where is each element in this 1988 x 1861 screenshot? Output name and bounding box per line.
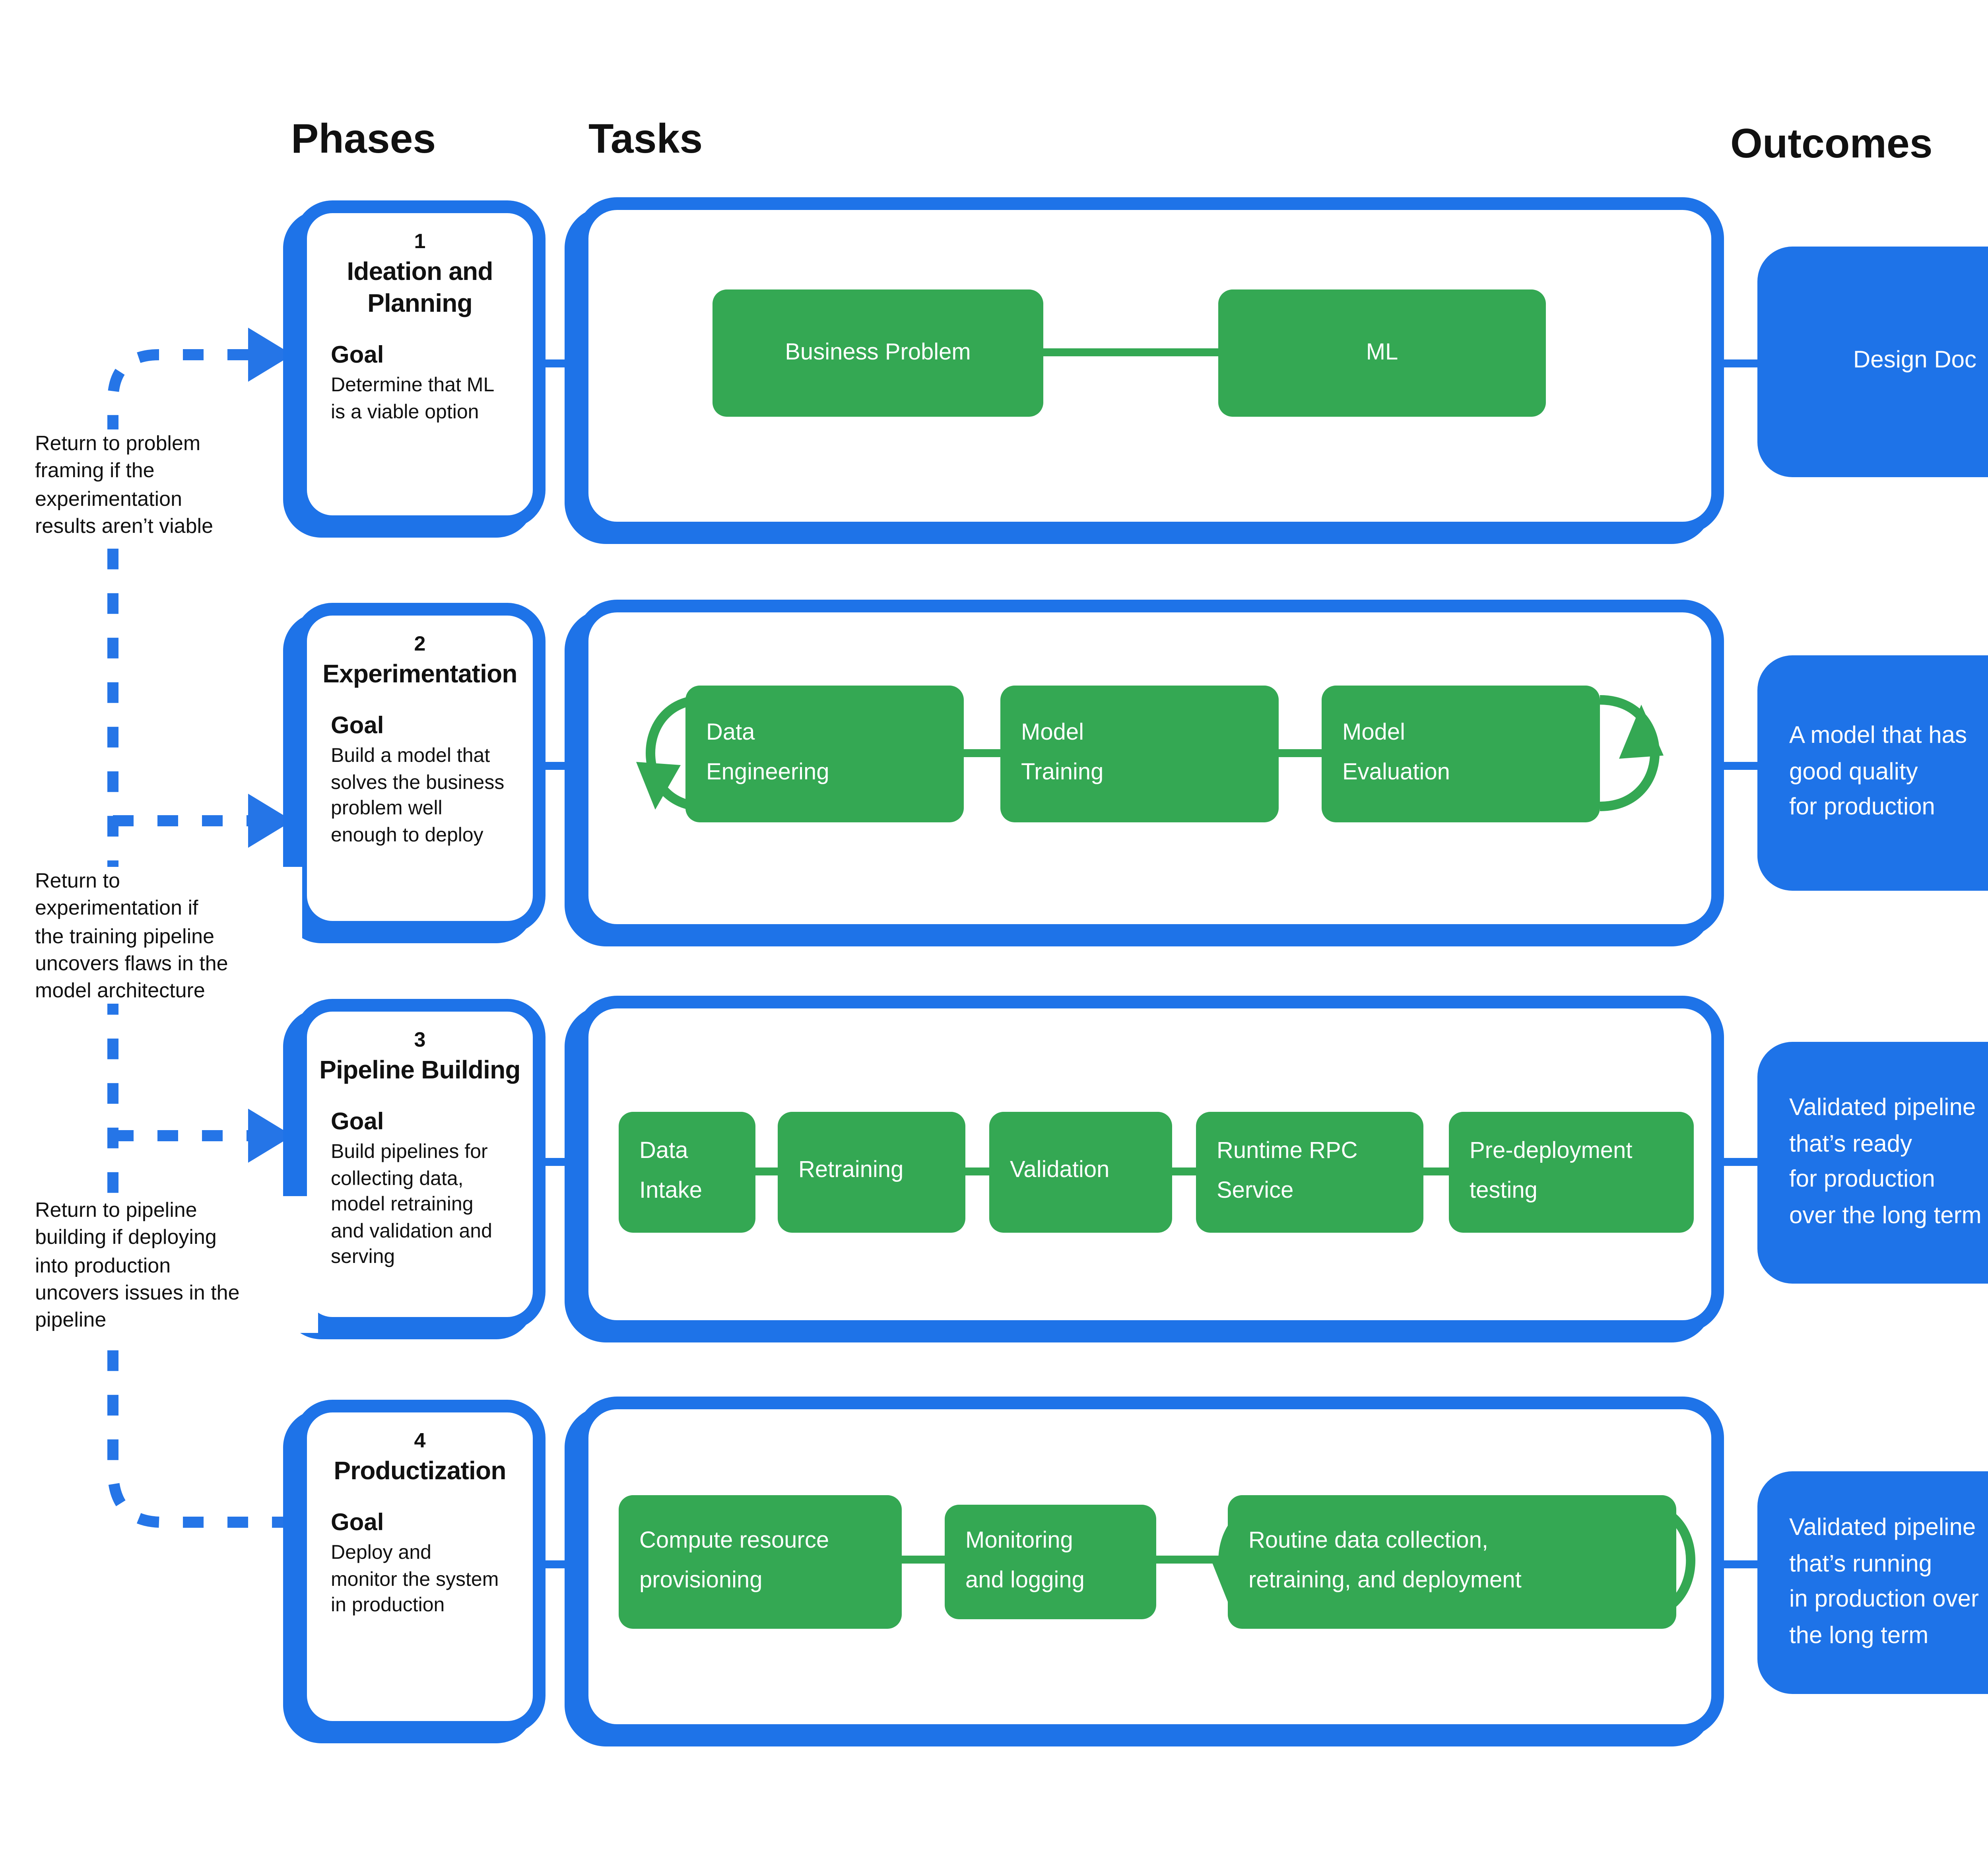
phase-card-pipeline-building: 3 Pipeline Building Goal Build pipelines… [294,999,546,1330]
phase-number: 3 [414,1028,426,1051]
phase-number: 2 [414,631,426,655]
task-label: Routine data collection, retraining, and… [1248,1528,1522,1594]
task-connector [1279,749,1322,757]
column-header-outcomes: Outcomes [1730,119,1933,167]
task-label: Model Training [1021,720,1104,786]
outcome-validated-pipeline-ready: Validated pipeline that’s ready for prod… [1757,1042,1988,1284]
task-pre-deployment-testing: Pre-deployment testing [1449,1112,1694,1233]
task-label: Business Problem [785,340,971,365]
column-header-tasks: Tasks [588,115,703,162]
arrowhead-into-phase3-icon [248,1109,293,1163]
loop-arrowhead-down-icon [636,762,681,810]
connector-tasks2-outcome [1721,762,1761,770]
annotation-return-to-pipeline-building: Return to pipeline building if deploying… [35,1196,318,1334]
task-ml: ML [1218,289,1546,417]
loop-arc-right [1600,695,1660,811]
column-header-phases: Phases [291,115,436,162]
goal-label: Goal [331,342,384,369]
outcome-design-doc: Design Doc [1757,247,1988,477]
connector-tasks4-outcome [1721,1560,1761,1568]
outcome-label: A model that has good quality for produc… [1789,723,1967,821]
outcome-quality-model: A model that has good quality for produc… [1757,655,1988,891]
loop-arrowhead-up-icon [1619,705,1664,759]
phase-number: 1 [414,229,426,253]
phase-card-experimentation: 2 Experimentation Goal Build a model tha… [294,603,546,934]
task-label: Validation [1010,1158,1110,1184]
goal-text: Build a model that solves the business p… [331,744,505,845]
task-validation: Validation [989,1112,1172,1233]
connector-tasks3-outcome [1721,1158,1761,1166]
task-model-evaluation: Model Evaluation [1322,686,1600,822]
task-model-training: Model Training [1000,686,1279,822]
task-connector [964,749,1000,757]
phase-title: Pipeline Building [319,1058,520,1085]
tasks-container-row1: Business Problem ML [576,197,1724,534]
phase-card-productization: 4 Productization Goal Deploy and monitor… [294,1400,546,1734]
task-connector [1043,348,1218,356]
task-retraining: Retraining [778,1112,965,1233]
outcome-label: Validated pipeline that’s running in pro… [1789,1514,1979,1649]
task-label: Data Engineering [706,720,829,786]
connector-tasks1-outcome [1721,359,1761,367]
outcome-validated-pipeline-running: Validated pipeline that’s running in pro… [1757,1471,1988,1694]
phase-title: Productization [334,1459,506,1486]
task-data-intake: Data Intake [619,1112,755,1233]
task-label: Runtime RPC Service [1217,1138,1358,1204]
tasks-container-row2: Data Engineering Model Training Model Ev… [576,600,1724,937]
arrowhead-into-phase1-icon [248,328,293,382]
phase-number: 4 [414,1428,426,1452]
outcome-label: Design Doc [1853,347,1977,374]
phase-card-ideation-planning: 1 Ideation and Planning Goal Determine t… [294,200,546,528]
task-label: Pre-deployment testing [1470,1138,1633,1204]
task-monitoring-and-logging: Monitoring and logging [945,1505,1156,1619]
task-label: Model Evaluation [1342,720,1450,786]
task-label: Retraining [798,1158,904,1184]
connector-phase3-tasks [546,1158,579,1166]
goal-label: Goal [331,1109,384,1136]
goal-text: Deploy and monitor the system in product… [331,1541,499,1616]
tasks-container-row3: Data Intake Retraining Validation Runtim… [576,996,1724,1333]
task-connector [902,1556,945,1564]
connector-phase1-tasks [546,359,579,367]
task-connector [1423,1167,1449,1175]
goal-text: Build pipelines for collecting data, mod… [331,1140,492,1268]
outcome-label: Validated pipeline that’s ready for prod… [1789,1094,1982,1229]
task-label: Compute resource provisioning [639,1528,829,1594]
task-business-problem: Business Problem [712,289,1043,417]
arrowhead-into-phase2-icon [248,794,293,848]
goal-label: Goal [331,713,384,740]
task-label: Monitoring and logging [965,1528,1085,1594]
task-connector [965,1167,989,1175]
task-data-engineering: Data Engineering [685,686,964,822]
tasks-container-row4: Compute resource provisioning Monitoring… [576,1397,1724,1737]
task-connector [1156,1556,1228,1564]
goal-text: Determine that ML is a viable option [331,374,495,422]
goal-label: Goal [331,1509,384,1537]
annotation-return-to-experimentation-flaws: Return to experimentation if the trainin… [35,867,302,1004]
task-connector [1172,1167,1196,1175]
task-label: Data Intake [639,1138,702,1204]
connector-phase2-tasks [546,762,579,770]
phase-title: Ideation and Planning [347,259,493,318]
task-routine-data-collection-retraining-deployment: Routine data collection, retraining, and… [1228,1495,1676,1629]
phase-title: Experimentation [322,662,517,689]
connector-phase4-tasks [546,1560,579,1568]
task-label: ML [1366,340,1398,365]
task-connector [755,1167,778,1175]
task-runtime-rpc-service: Runtime RPC Service [1196,1112,1423,1233]
task-compute-resource-provisioning: Compute resource provisioning [619,1495,902,1629]
annotation-return-to-problem-framing: Return to problem framing if the experim… [35,429,277,540]
